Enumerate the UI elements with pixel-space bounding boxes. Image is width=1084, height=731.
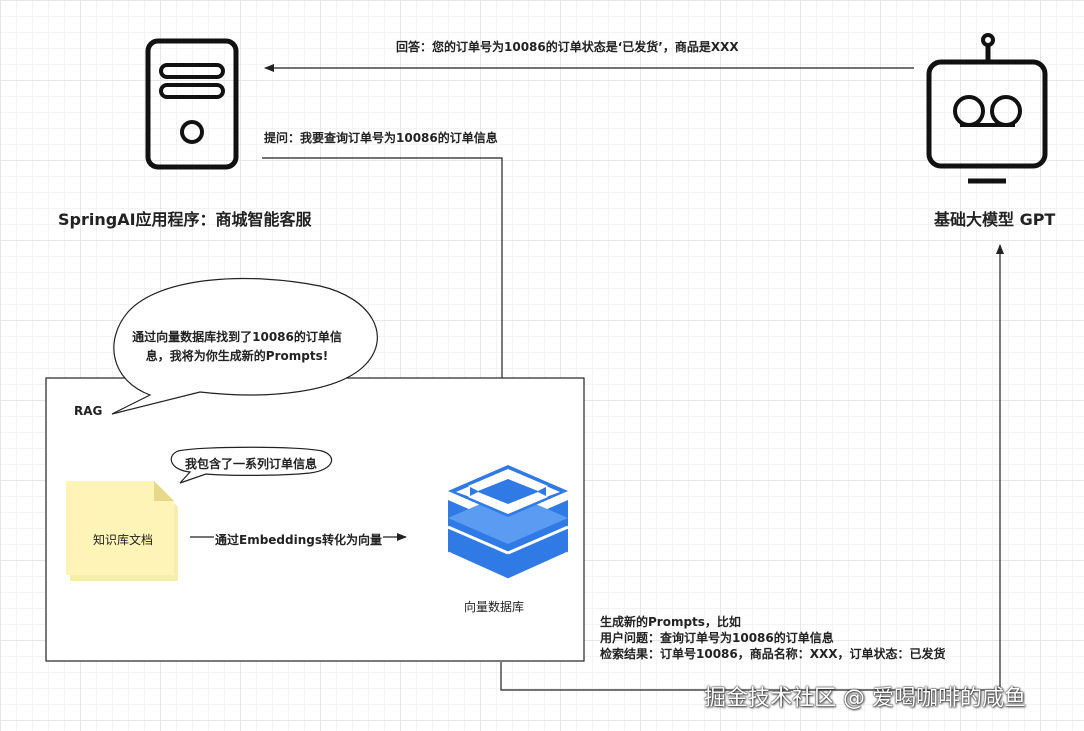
new-prompt-block: 生成新的Prompts，比如 用户问题：查询订单号为10086的订单信息 检索结… xyxy=(600,614,946,662)
prompt-line-2: 用户问题：查询订单号为10086的订单信息 xyxy=(600,631,834,645)
sticky-note-icon xyxy=(66,481,178,581)
server-icon xyxy=(145,38,239,170)
answer-label: 回答：您的订单号为10086的订单状态是‘已发货’，商品是XXX xyxy=(396,40,739,54)
knowledge-doc-label: 知识库文档 xyxy=(93,533,154,547)
doc-speech-text: 我包含了一系列订单信息 xyxy=(184,457,317,471)
robot-icon xyxy=(926,33,1048,184)
server-title: SpringAI应用程序：商城智能客服 xyxy=(58,210,312,229)
rag-label: RAG xyxy=(74,404,103,418)
prompt-arrow xyxy=(500,244,1004,691)
prompt-line-1: 生成新的Prompts，比如 xyxy=(600,615,741,629)
rag-thought-text: 通过向量数据库找到了10086的订单信息，我将为你生成新的Prompts! xyxy=(132,330,342,363)
doc-speech-bubble xyxy=(170,446,333,484)
llm-title: 基础大模型 GPT xyxy=(934,210,1056,229)
question-label: 提问：我要查询订单号为10086的订单信息 xyxy=(264,131,498,145)
prompt-line-3: 检索结果：订单号10086，商品名称：XXX，订单状态：已发货 xyxy=(600,647,946,661)
vector-database-icon xyxy=(447,465,569,582)
embedding-label: 通过Embeddings转化为向量 xyxy=(214,531,383,548)
vector-db-label: 向量数据库 xyxy=(464,600,525,614)
rag-thought-bubble xyxy=(111,277,378,415)
question-arrow xyxy=(262,157,506,458)
watermark: 掘金技术社区 @ 爱喝咖啡的咸鱼 xyxy=(704,686,1026,711)
